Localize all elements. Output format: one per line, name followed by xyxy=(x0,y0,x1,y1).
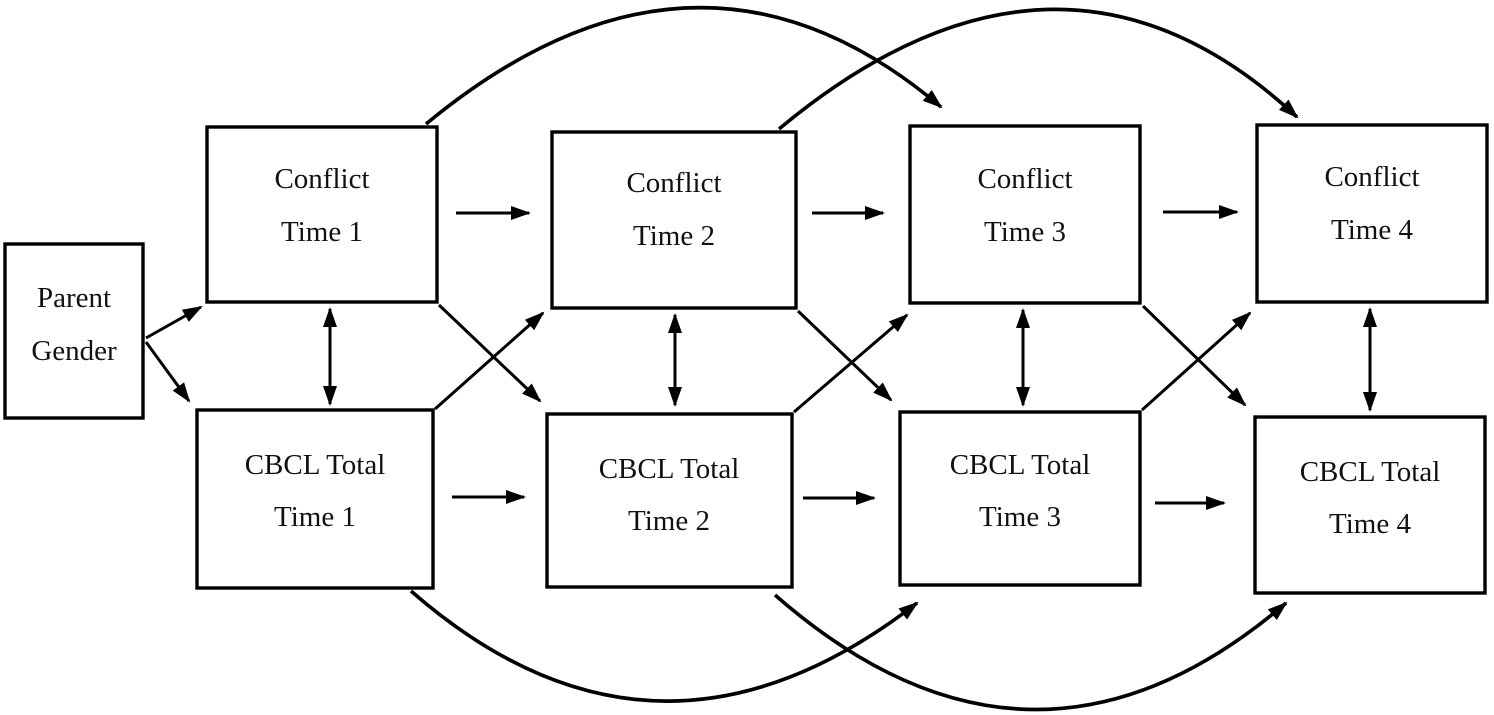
cbcl-t1-box xyxy=(195,408,435,590)
node-conflict-t2: Conflict Time 2 xyxy=(550,130,798,310)
cbcl-t1-label-line2: Time 1 xyxy=(274,501,356,533)
conflict-t2-label-line1: Conflict xyxy=(626,167,721,199)
conflict-t3-label-line1: Conflict xyxy=(977,163,1072,195)
horizontal-edges xyxy=(452,205,1239,510)
node-parent-gender: Parent Gender xyxy=(3,242,145,420)
cbcl-t2-label-line1: CBCL Total xyxy=(599,453,740,485)
curved-edges xyxy=(409,5,1299,712)
cbcl-t4-label-line1: CBCL Total xyxy=(1300,456,1441,488)
node-cbcl-t4: CBCL Total Time 4 xyxy=(1253,415,1487,595)
arrow-cbcl-t1-to-conflict-t2 xyxy=(434,311,545,411)
curved-arrow-cbcl-t2-to-cbcl-t4 xyxy=(773,593,1288,712)
cbcl-t4-label-line2: Time 4 xyxy=(1329,508,1411,540)
parent-gender-box xyxy=(3,242,145,420)
arrow-conflict-t1-to-cbcl-t2 xyxy=(437,303,542,403)
cbcl-t3-box xyxy=(898,410,1142,587)
arrow-conflict-t3-to-cbcl-t4 xyxy=(1141,304,1247,407)
node-cbcl-t2: CBCL Total Time 2 xyxy=(545,412,794,589)
node-conflict-t4: Conflict Time 4 xyxy=(1255,123,1489,304)
arrow-cbcl-t3-to-conflict-t4 xyxy=(1140,311,1252,412)
predictor-edges xyxy=(144,305,203,403)
arrow-cbcl-t2-to-conflict-t3 xyxy=(793,313,909,414)
curved-arrow-conflict-t2-to-conflict-t4 xyxy=(777,7,1299,131)
conflict-t1-label-line2: Time 1 xyxy=(281,216,363,248)
conflict-t3-box xyxy=(908,124,1142,305)
node-cbcl-t3: CBCL Total Time 3 xyxy=(898,410,1142,587)
arrow-parent-gender-to-cbcl-t1 xyxy=(144,341,191,403)
cbcl-t2-box xyxy=(545,412,794,589)
arrow-parent-gender-to-conflict-t1 xyxy=(145,305,203,340)
cbcl-t1-label-line1: CBCL Total xyxy=(245,449,386,481)
conflict-t3-label-line2: Time 3 xyxy=(984,216,1066,248)
parent-gender-label-line1: Parent xyxy=(37,282,111,314)
cbcl-t3-label-line2: Time 3 xyxy=(979,501,1061,533)
cbcl-t4-box xyxy=(1253,415,1487,595)
arrow-conflict-t2-to-cbcl-t3 xyxy=(796,309,893,402)
conflict-t2-label-line2: Time 2 xyxy=(633,220,715,252)
node-conflict-t1: Conflict Time 1 xyxy=(205,125,439,304)
cross-lagged-edges xyxy=(434,303,1252,414)
conflict-t2-box xyxy=(550,130,798,310)
conflict-t4-box xyxy=(1255,123,1489,304)
conflict-t1-box xyxy=(205,125,439,304)
node-conflict-t3: Conflict Time 3 xyxy=(908,124,1142,305)
bidirectional-edges xyxy=(323,307,1377,412)
conflict-t4-label-line1: Conflict xyxy=(1324,161,1419,193)
curved-arrow-conflict-t1-to-conflict-t3 xyxy=(424,5,943,126)
cbcl-t2-label-line2: Time 2 xyxy=(628,505,710,537)
conflict-t1-label-line1: Conflict xyxy=(274,163,369,195)
cbcl-t3-label-line1: CBCL Total xyxy=(950,449,1091,481)
node-cbcl-t1: CBCL Total Time 1 xyxy=(195,408,435,590)
conflict-t4-label-line2: Time 4 xyxy=(1331,214,1413,246)
parent-gender-label-line2: Gender xyxy=(31,335,117,367)
curved-arrow-cbcl-t1-to-cbcl-t3 xyxy=(409,589,919,703)
